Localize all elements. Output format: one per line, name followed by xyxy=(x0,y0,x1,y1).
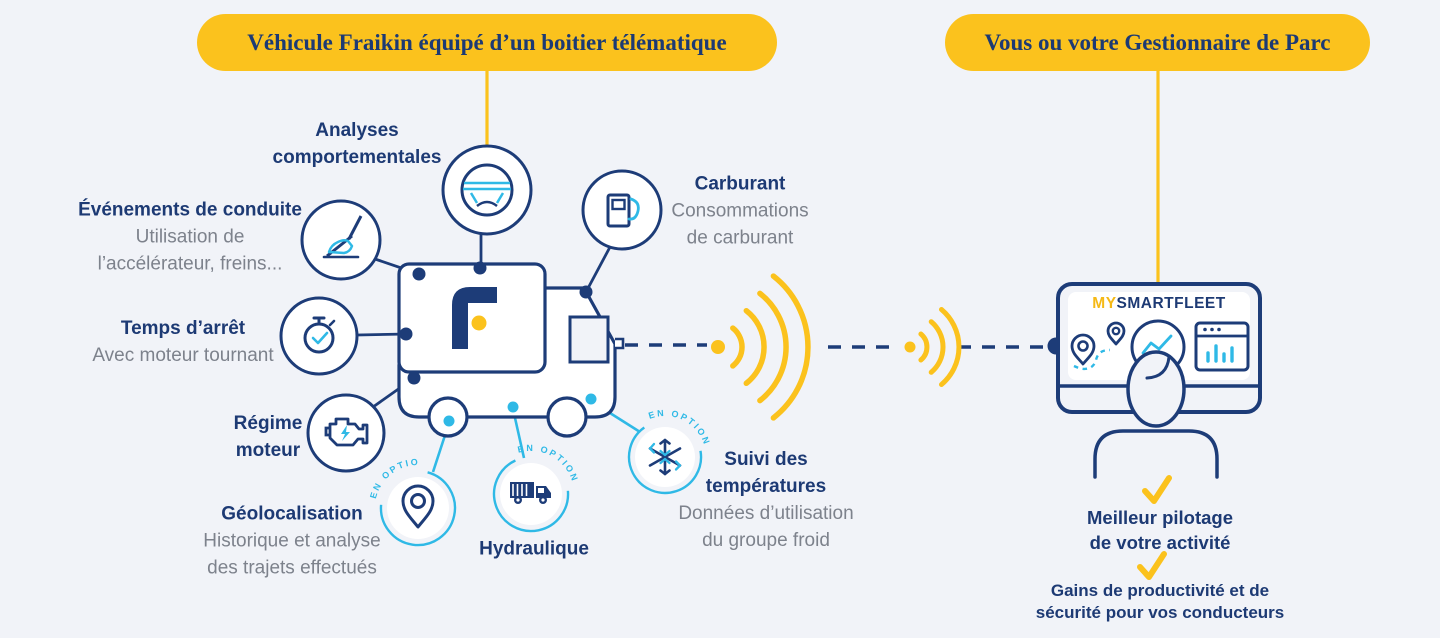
person-icon xyxy=(1093,350,1219,479)
mysmartfleet-logo-prefix: MY xyxy=(1092,295,1117,312)
wifi-signal-large-icon xyxy=(711,273,811,421)
route-map-icon xyxy=(1070,321,1126,371)
truck-illustration xyxy=(397,261,625,438)
en-option-ring xyxy=(627,426,703,495)
truck-option-dots xyxy=(443,393,597,427)
label-temperatures: Suivi des températures Données d’utilisa… xyxy=(678,449,854,551)
benefit-pilotage: Meilleur pilotage de votre activité xyxy=(1087,507,1233,553)
label-regime: Régime moteur xyxy=(233,413,303,461)
truck-cab-body xyxy=(397,286,617,419)
label-carburant: Carburant Consommations de carburant xyxy=(671,173,809,249)
checkmark-icon xyxy=(1137,551,1167,580)
bar-chart-window-icon xyxy=(1194,321,1250,372)
snowflake-icon xyxy=(648,438,682,476)
mysmartfleet-logo: MYSMARTFLEET xyxy=(1092,295,1225,313)
badge-vehicle: Véhicule Fraikin équipé d’un boitier tél… xyxy=(197,14,777,71)
transmission-dashed-line xyxy=(625,343,1046,349)
map-pin-icon xyxy=(401,484,435,529)
label-conduite: Événements de conduite Utilisation de l’… xyxy=(78,199,302,275)
wifi-signal-small-icon xyxy=(904,307,962,387)
badge-manager-label: Vous ou votre Gestionnaire de Parc xyxy=(984,29,1331,55)
truck-anchor-dots xyxy=(399,261,593,385)
checkmark-icon xyxy=(1142,475,1172,504)
badge-manager: Vous ou votre Gestionnaire de Parc xyxy=(945,14,1370,71)
truck-wheel-front xyxy=(546,396,588,438)
fraikin-logo-dot xyxy=(471,315,487,331)
person-shoulders xyxy=(1093,429,1219,479)
hydraulique-option-circle: EN OPTION xyxy=(492,443,578,533)
stopwatch-icon xyxy=(279,296,359,376)
feature-connector-lines xyxy=(356,230,612,409)
fuel-pump-icon xyxy=(581,169,663,251)
monitor-illustration xyxy=(1056,282,1262,479)
dump-truck-icon xyxy=(510,482,551,504)
person-hair xyxy=(1145,355,1171,380)
label-analyses: Analyses comportementales xyxy=(272,120,442,168)
benefit-productivite: Gains de productivité et de sécurité pou… xyxy=(1035,581,1285,622)
steering-wheel-icon xyxy=(441,144,533,236)
truck-window xyxy=(568,315,610,364)
badge-vehicle-label: Véhicule Fraikin équipé d’un boitier tél… xyxy=(247,29,727,55)
label-arret: Temps d’arrêt Avec moteur tournant xyxy=(92,318,274,366)
mysmartfleet-logo-suffix: SMARTFLEET xyxy=(1116,295,1226,312)
fraikin-logo-icon xyxy=(452,287,497,349)
label-geolocalisation: Géolocalisation Historique et analyse de… xyxy=(203,503,381,579)
engine-icon xyxy=(306,393,386,473)
en-option-ring xyxy=(492,459,570,533)
label-hydraulique: Hydraulique xyxy=(479,538,589,560)
truck-bumper xyxy=(615,337,625,350)
en-option-ring xyxy=(379,471,457,547)
truck-cargo-box xyxy=(397,262,547,374)
pedal-icon xyxy=(300,199,382,281)
